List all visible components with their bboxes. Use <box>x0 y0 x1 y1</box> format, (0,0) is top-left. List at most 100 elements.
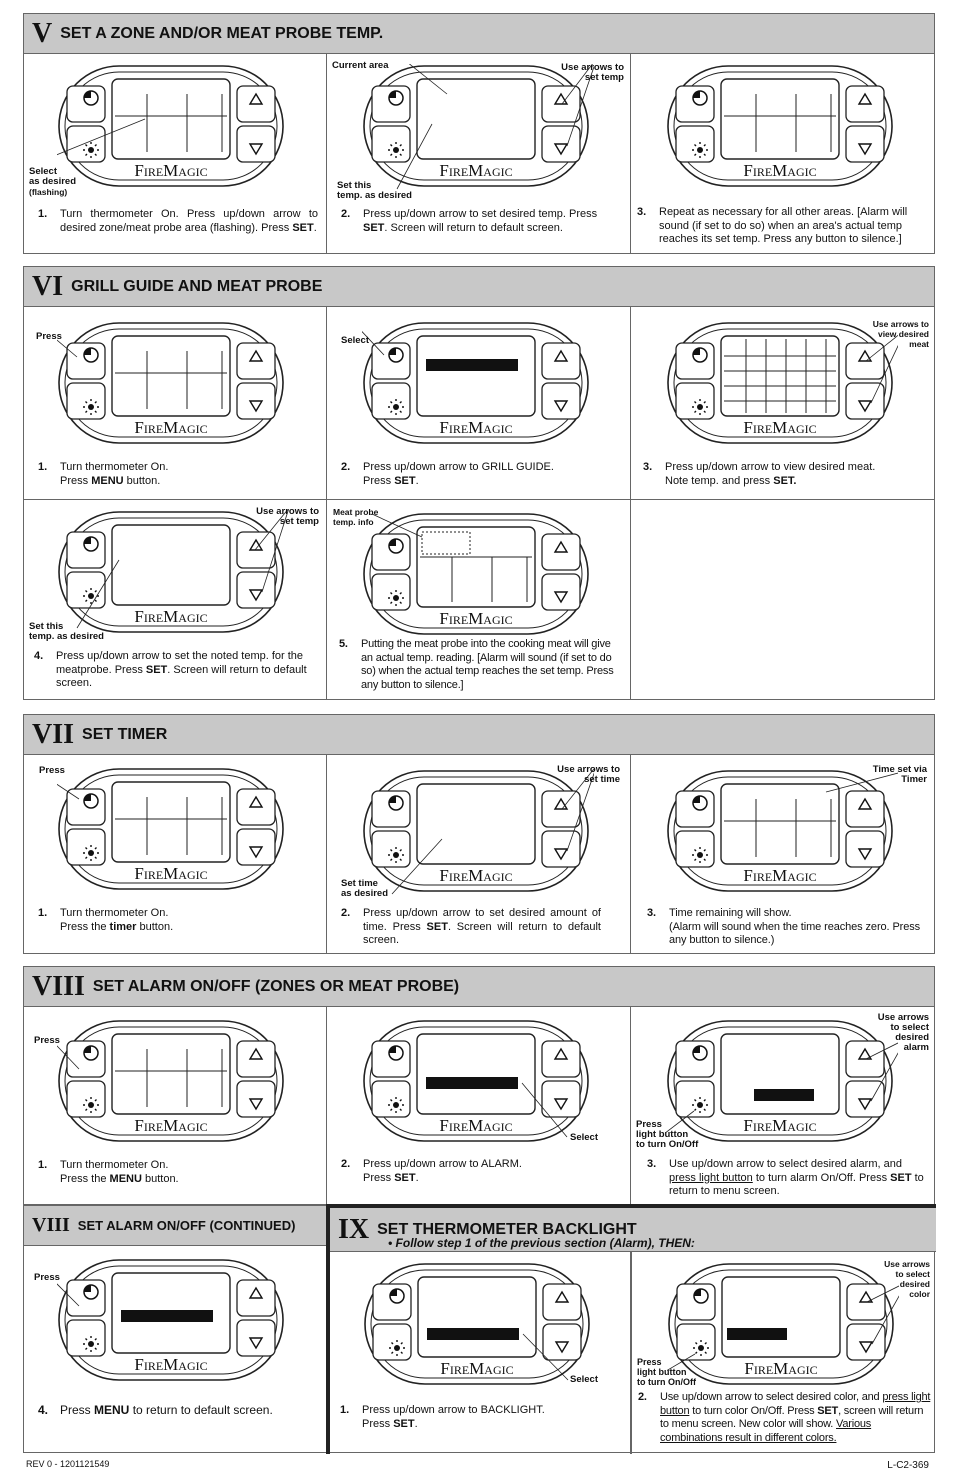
thermometer-device: FireMagic <box>667 1263 899 1385</box>
label: Press <box>39 765 65 776</box>
brand-logo: FireMagic <box>439 609 512 628</box>
brand-logo: FireMagic <box>134 161 207 180</box>
thermometer-device: FireMagic <box>363 513 589 635</box>
section-roman: IX <box>338 1213 370 1245</box>
thermometer-device: FireMagic <box>363 64 594 190</box>
brand-logo: FireMagic <box>743 418 816 437</box>
section-roman: VI <box>32 270 64 302</box>
section-ix: IX SET THERMOMETER BACKLIGHT • Follow st… <box>326 1204 936 1454</box>
step-text: 2.Use up/down arrow to select desired co… <box>638 1391 931 1444</box>
step-text: 3.Repeat as necessary for all other area… <box>637 206 908 245</box>
step-cell-1: FireMagic Select 1.Press up/down arrow t… <box>330 1252 631 1454</box>
brand-logo: FireMagic <box>743 161 816 180</box>
thermometer-device: FireMagic <box>362 322 589 444</box>
step-cell-3: FireMagic 3.Repeat as necessary for all … <box>631 54 935 254</box>
thermometer-device: FireMagic <box>57 768 284 890</box>
section-viii: VIII SET ALARM ON/OFF (ZONES OR MEAT PRO… <box>23 966 936 1454</box>
section-roman: VIII <box>32 970 85 1002</box>
thermometer-device: FireMagic <box>57 322 284 444</box>
section-vii-header: VII SET TIMER <box>23 714 935 755</box>
thermometer-device: FireMagic <box>667 65 893 187</box>
step-text: 1.Turn thermometer On.Press the MENU but… <box>38 1159 179 1185</box>
step-cell-1: FireMagic Press 1.Turn thermometer On.Pr… <box>24 307 327 500</box>
step-text: 3.Press up/down arrow to view desired me… <box>643 461 876 487</box>
section-title: SET ALARM ON/OFF (ZONES OR MEAT PROBE) <box>92 977 460 995</box>
section-viii-continued-header: VIII SET ALARM ON/OFF (CONTINUED) <box>23 1205 327 1246</box>
brand-logo: FireMagic <box>743 866 816 885</box>
section-title: SET THERMOMETER BACKLIGHT <box>377 1220 637 1238</box>
brand-logo: FireMagic <box>439 161 512 180</box>
step-text: 2.Press up/down arrow to set desired amo… <box>341 907 601 946</box>
step-cell-4: FireMagic Press 4.Press MENU to return t… <box>24 1246 327 1453</box>
brand-logo: FireMagic <box>134 418 207 437</box>
section-v-header: V SET A ZONE AND/OR MEAT PROBE TEMP. <box>23 13 935 54</box>
label: Press <box>34 1272 60 1283</box>
label: Press <box>34 1035 60 1046</box>
label: Press <box>36 331 62 342</box>
brand-logo: FireMagic <box>440 1359 513 1378</box>
section-vii: VII SET TIMER FireMagic Press 1.Turn the… <box>23 714 935 954</box>
section-vi-header: VI GRILL GUIDE AND MEAT PROBE <box>23 266 935 307</box>
step-text: 5.Putting the meat probe into the cookin… <box>339 638 614 691</box>
brand-logo: FireMagic <box>134 1116 207 1135</box>
step-text: 1.Turn thermometer On.Press the timer bu… <box>38 907 174 933</box>
step-text: 2.Press up/down arrow to GRILL GUIDE.Pre… <box>341 461 554 487</box>
section-vi: VI GRILL GUIDE AND MEAT PROBE FireMagic … <box>23 266 935 700</box>
brand-logo: FireMagic <box>744 1359 817 1378</box>
step-cell-1: FireMagic Press 1.Turn thermometer On.Pr… <box>24 755 327 954</box>
section-title: SET TIMER <box>82 725 168 743</box>
step-text: 4.Press up/down arrow to set the noted t… <box>34 650 307 689</box>
step-text: 3.Use up/down arrow to select desired al… <box>647 1158 924 1197</box>
label: Current area <box>332 60 389 71</box>
thermometer-device: FireMagic <box>667 322 898 444</box>
step-text: 1.Turn thermometer On. Press up/down arr… <box>38 208 318 234</box>
brand-logo: FireMagic <box>134 607 207 626</box>
thermometer-device: FireMagic <box>58 510 289 633</box>
step-cell-2: FireMagic Select 2.Press up/down arrow t… <box>327 307 631 500</box>
thermometer-device: FireMagic <box>666 1020 898 1142</box>
section-ix-header: IX SET THERMOMETER BACKLIGHT • Follow st… <box>330 1208 936 1252</box>
section-roman: V <box>32 17 53 49</box>
footer-revision: REV 0 - 1201121549 <box>26 1459 110 1469</box>
label: Select <box>570 1132 598 1143</box>
step-text: 2.Press up/down arrow to set desired tem… <box>341 208 598 234</box>
brand-logo: FireMagic <box>743 1116 816 1135</box>
brand-logo: FireMagic <box>134 1355 207 1374</box>
brand-logo: FireMagic <box>439 418 512 437</box>
section-roman: VIII <box>32 1214 70 1236</box>
label: Select <box>570 1374 598 1385</box>
section-roman: VII <box>32 718 75 750</box>
step-text: 2.Press up/down arrow to ALARM.Press SET… <box>341 1158 522 1184</box>
step-text: 1.Press up/down arrow to BACKLIGHT.Press… <box>340 1404 545 1430</box>
section-viii-header: VIII SET ALARM ON/OFF (ZONES OR MEAT PRO… <box>23 966 935 1007</box>
section-title: SET ALARM ON/OFF (CONTINUED) <box>77 1218 296 1233</box>
step-cell-1: FireMagic Press 1.Turn thermometer On.Pr… <box>24 1007 327 1205</box>
section-subtitle: • Follow step 1 of the previous section … <box>388 1236 695 1250</box>
label: Select <box>341 335 369 346</box>
section-title: SET A ZONE AND/OR MEAT PROBE TEMP. <box>60 24 384 42</box>
section-v: V SET A ZONE AND/OR MEAT PROBE TEMP. Fir… <box>23 13 935 254</box>
section-title: GRILL GUIDE AND MEAT PROBE <box>71 277 323 295</box>
brand-logo: FireMagic <box>134 864 207 883</box>
step-text: 3.Time remaining will show.(Alarm will s… <box>647 907 921 946</box>
thermometer-device: FireMagic <box>364 1263 590 1385</box>
step-text: 1.Turn thermometer On.Press MENU button. <box>38 461 169 487</box>
